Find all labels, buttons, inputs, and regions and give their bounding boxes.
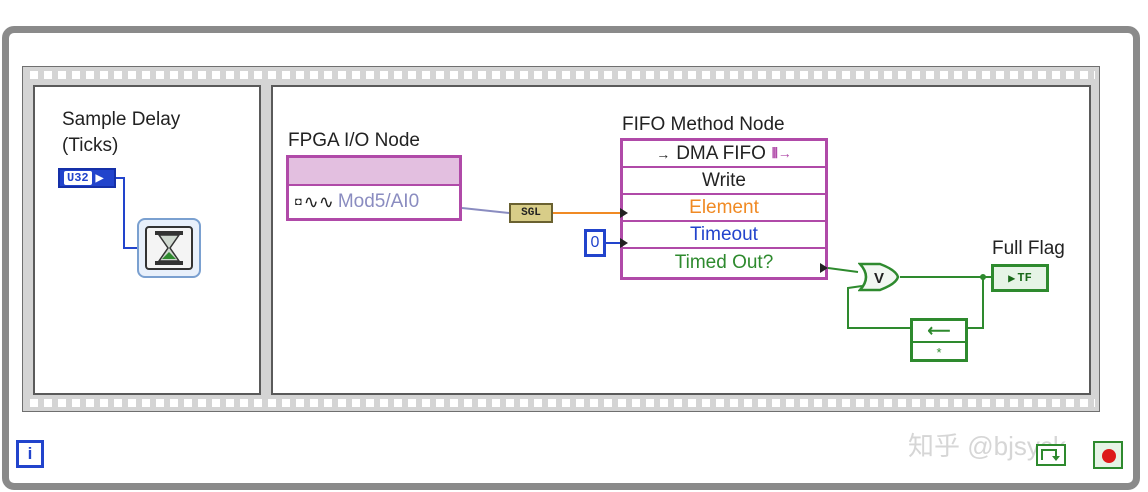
sample-delay-label-line2: (Ticks) [62, 135, 119, 156]
feedback-arrow-icon: ⟵ [913, 321, 965, 343]
fpga-io-node[interactable]: ◘ ∿∿ Mod5/AI0 [286, 155, 462, 221]
control-arrow-icon: ▶ [95, 172, 104, 184]
dma-arrow-icon: → [656, 145, 671, 162]
loop-condition-icon [1041, 449, 1060, 461]
fifo-timeout-input[interactable]: Timeout [623, 222, 825, 249]
feedback-node-icon[interactable]: ⟵ * [910, 318, 968, 362]
sequence-filmstrip-bottom [27, 397, 1095, 409]
timeout-constant[interactable]: 0 [584, 229, 606, 257]
stop-button-icon[interactable] [1093, 441, 1123, 469]
hourglass-icon [145, 226, 193, 270]
full-flag-indicator[interactable]: ▶ TF [991, 264, 1049, 292]
fifo-method-node[interactable]: → DMA FIFO ⫴→ Write Element Timeout Time… [620, 138, 828, 280]
io-channel-name: Mod5/AI0 [337, 191, 420, 212]
sample-delay-control[interactable]: U32 ▶ [58, 168, 116, 188]
fifo-method-row[interactable]: Write [623, 168, 825, 195]
hourglass-graphic [155, 231, 183, 265]
fifo-header-row: → DMA FIFO ⫴→ [623, 141, 825, 168]
fpga-io-node-label: FPGA I/O Node [288, 130, 420, 151]
or-gate-symbol: V [874, 270, 884, 287]
full-flag-label: Full Flag [992, 238, 1065, 259]
dma-fifo-icon: ⫴→ [771, 145, 792, 161]
wait-ticks-icon[interactable] [137, 218, 201, 278]
indicator-arrow-icon: ▶ [1008, 271, 1016, 286]
terminal-marker-icon: ◘ [295, 196, 302, 208]
iteration-terminal[interactable]: i [16, 440, 44, 468]
or-gate-icon[interactable]: V [858, 262, 900, 292]
fifo-method-node-label: FIFO Method Node [622, 114, 785, 135]
fifo-title: DMA FIFO [676, 142, 766, 164]
loop-condition-terminal[interactable] [1036, 444, 1066, 466]
u32-type-label: U32 [64, 171, 92, 185]
analog-wave-icon: ∿∿ [303, 191, 334, 212]
io-node-channel-row[interactable]: ◘ ∿∿ Mod5/AI0 [289, 186, 459, 218]
sequence-filmstrip-top [27, 69, 1095, 81]
sample-delay-label-line1: Sample Delay [62, 109, 181, 130]
sgl-conversion-node[interactable]: SGL [509, 203, 553, 223]
fifo-element-input[interactable]: Element [623, 195, 825, 222]
feedback-init-terminal: * [936, 344, 942, 360]
tf-type-label: TF [1017, 271, 1032, 285]
stop-dot [1102, 449, 1116, 463]
fifo-timed-out-output[interactable]: Timed Out? [674, 251, 774, 273]
io-node-header [289, 158, 459, 186]
